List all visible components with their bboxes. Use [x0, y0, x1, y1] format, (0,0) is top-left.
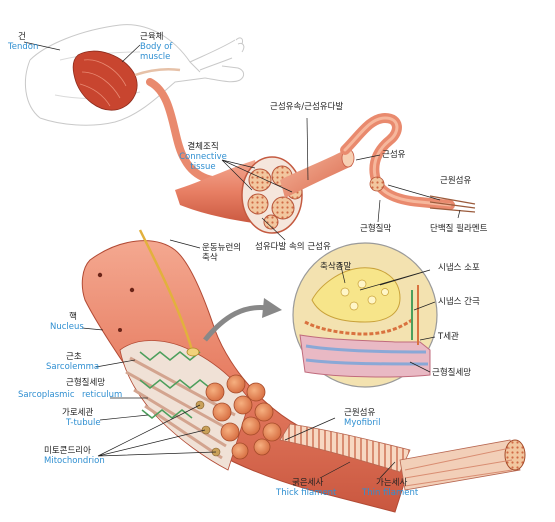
synaptic-vesicle-label-ko: 시냅스 소포 — [438, 263, 480, 273]
sr-label-en-2: reticulum — [82, 390, 123, 400]
myofibril-extension — [279, 423, 526, 491]
myofibril-label-ko: 근원섬유 — [344, 408, 376, 418]
thick-filament-label-ko: 굵은세사 — [292, 478, 324, 488]
t-tubule-label-ko: 가로세관 — [62, 408, 94, 418]
muscle-fiber-coil — [340, 112, 476, 213]
leader-lines — [23, 41, 461, 479]
tendon-label-en: Tendon — [8, 42, 39, 52]
sr-detail-label-ko: 근형질세망 — [432, 368, 472, 378]
motor-neuron-label-ko-1: 운동뉴런의 — [202, 243, 242, 253]
mitochondrion-label-ko: 미토콘드리아 — [44, 446, 91, 456]
sr-label-ko: 근형질세망 — [66, 378, 106, 388]
motor-neuron-axon — [138, 229, 194, 351]
nucleus-label-ko: 핵 — [69, 312, 77, 322]
sarcolemma-label-ko: 근초 — [66, 352, 82, 362]
synaptic-cleft-label-ko: 시냅스 간극 — [438, 297, 480, 307]
axon-terminal-label-ko: 축삭종말 — [320, 262, 352, 272]
protein-filament-label-ko: 단백질 필라멘트 — [430, 224, 488, 234]
sarcolemma-label-en: Sarcolemma — [46, 362, 100, 372]
body-of-muscle-label-en-1: Body of — [140, 42, 173, 52]
t-tubule-label-en: T-tubule — [66, 418, 101, 428]
connective-tissue-label-en-1: Connective — [179, 152, 227, 162]
fascicle-label-ko: 근섬유속/근섬유다발 — [270, 102, 344, 112]
mitochondrion-label-en: Mitochondrion — [44, 456, 105, 466]
synapse-detail — [292, 242, 438, 388]
myofibril-label-en: Myofibril — [344, 418, 381, 428]
thin-filament-label-ko: 가는세사 — [376, 478, 408, 488]
detail-arrow — [203, 304, 269, 342]
t-tubule-detail-label-ko: T세관 — [438, 332, 459, 342]
nucleus-label-en: Nucleus — [50, 322, 84, 332]
motor-neuron-label-ko-2: 축삭 — [202, 253, 218, 263]
myofibril-top-label-ko: 근원섬유 — [440, 176, 472, 186]
tendon-label-ko: 건 — [18, 32, 26, 42]
thin-filament-label-en: Thin filament — [362, 488, 419, 498]
sarcolemma-top-label-ko: 근형질막 — [360, 224, 392, 234]
sr-label-en-1: Sarcoplasmic — [18, 390, 75, 400]
body-of-muscle-label-en-2: muscle — [140, 52, 171, 62]
connective-tissue-label-ko: 결체조직 — [187, 142, 219, 152]
body-of-muscle-label-ko: 근육체 — [140, 32, 164, 42]
thick-filament-label-en: Thick filament — [276, 488, 337, 498]
fiber-in-bundle-label-ko: 섬유다발 속의 근섬유 — [255, 242, 331, 252]
muscle-fiber-label-ko: 근섬유 — [382, 150, 406, 160]
connective-tissue-label-en-2: tissue — [190, 162, 216, 172]
arm-muscle — [72, 50, 181, 111]
